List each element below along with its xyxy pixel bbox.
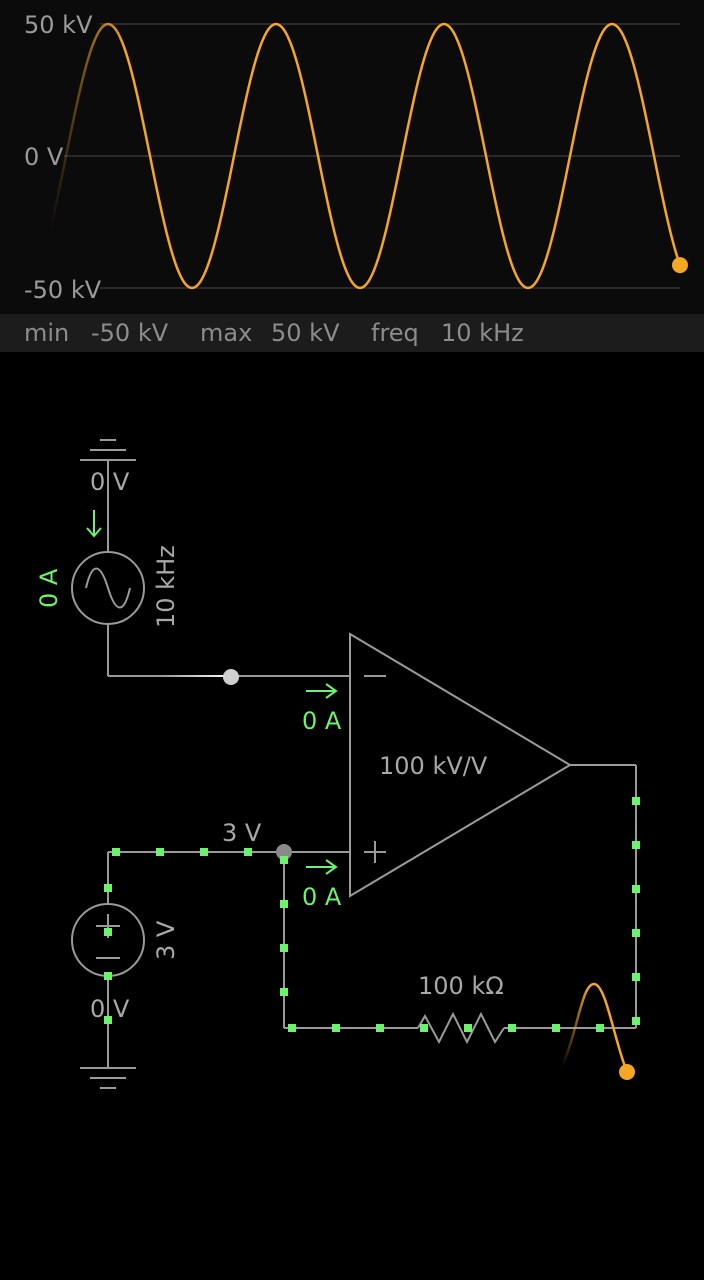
current-dot	[104, 972, 112, 980]
arrow-right-icon	[306, 859, 338, 875]
current-dot	[104, 884, 112, 892]
wires[interactable]	[107, 460, 637, 1068]
op-amp[interactable]	[349, 632, 572, 898]
current-dot	[112, 848, 120, 856]
current-dot	[632, 841, 640, 849]
dc-node-voltage: 3 V	[222, 819, 262, 847]
current-flow-dots	[104, 797, 640, 1032]
scope-plot	[48, 22, 688, 290]
ac-top-voltage: 0 V	[90, 468, 130, 496]
y-axis-mid-label: 0 V	[24, 143, 64, 171]
current-arrows	[86, 510, 338, 875]
current-dot	[104, 928, 112, 936]
current-dot	[632, 885, 640, 893]
probe-marker[interactable]	[619, 1064, 635, 1080]
sine-wave-icon	[85, 567, 131, 609]
resistor-value: 100 kΩ	[418, 972, 504, 1000]
freq-label: freq	[371, 319, 419, 347]
ac-source-current: 0 A	[35, 568, 63, 608]
current-dot	[464, 1024, 472, 1032]
opamp-gain: 100 kV/V	[379, 752, 488, 780]
current-dot	[420, 1024, 428, 1032]
y-axis-top-label: 50 kV	[24, 11, 93, 39]
ground-symbol-top[interactable]	[80, 439, 136, 461]
current-dot	[244, 848, 252, 856]
current-dot	[288, 1024, 296, 1032]
ac-source-frequency: 10 kHz	[152, 545, 180, 628]
current-dot	[596, 1024, 604, 1032]
current-dot	[200, 848, 208, 856]
resistor[interactable]	[417, 1011, 505, 1045]
node-inverting[interactable]	[223, 669, 239, 685]
circuit-canvas[interactable]: 0 V 0 A 10 kHz 0 A 100 kV/V 3 V 0 A 3 V …	[0, 352, 704, 1280]
current-dot	[632, 929, 640, 937]
trace-head-marker	[672, 257, 688, 274]
current-dot	[280, 900, 288, 908]
max-value: 50 kV	[271, 319, 340, 347]
scope-stats-bar: min -50 kV max 50 kV freq 10 kHz	[0, 314, 704, 352]
dc-voltage-source[interactable]	[71, 903, 145, 977]
y-axis-bottom-label: -50 kV	[24, 276, 102, 304]
max-label: max	[200, 319, 253, 347]
freq-value: 10 kHz	[441, 319, 524, 347]
current-dot	[280, 856, 288, 864]
current-dot	[156, 848, 164, 856]
arrow-right-icon	[306, 683, 338, 699]
oscilloscope-panel[interactable]: 50 kV 0 V -50 kV	[0, 0, 704, 314]
current-dot	[632, 1017, 640, 1025]
ac-voltage-source[interactable]	[71, 551, 145, 625]
arrow-down-icon	[86, 510, 102, 538]
current-dot	[280, 944, 288, 952]
current-dot	[632, 973, 640, 981]
current-dot	[552, 1024, 560, 1032]
opamp-plus-current: 0 A	[302, 883, 342, 911]
ground-symbol-bottom[interactable]	[80, 1067, 136, 1089]
min-label: min	[24, 319, 70, 347]
waveform-trace	[48, 22, 682, 290]
dc-source-value: 3 V	[152, 920, 180, 960]
current-dot	[376, 1024, 384, 1032]
opamp-minus-current: 0 A	[302, 707, 342, 735]
current-dot	[332, 1024, 340, 1032]
probe-waveform	[560, 982, 629, 1073]
min-value: -50 kV	[91, 319, 169, 347]
circuit-schematic	[71, 439, 640, 1089]
dc-bottom-voltage: 0 V	[90, 995, 130, 1023]
current-dot	[280, 988, 288, 996]
current-dot	[508, 1024, 516, 1032]
current-dot	[632, 797, 640, 805]
current-dot	[104, 1016, 112, 1024]
